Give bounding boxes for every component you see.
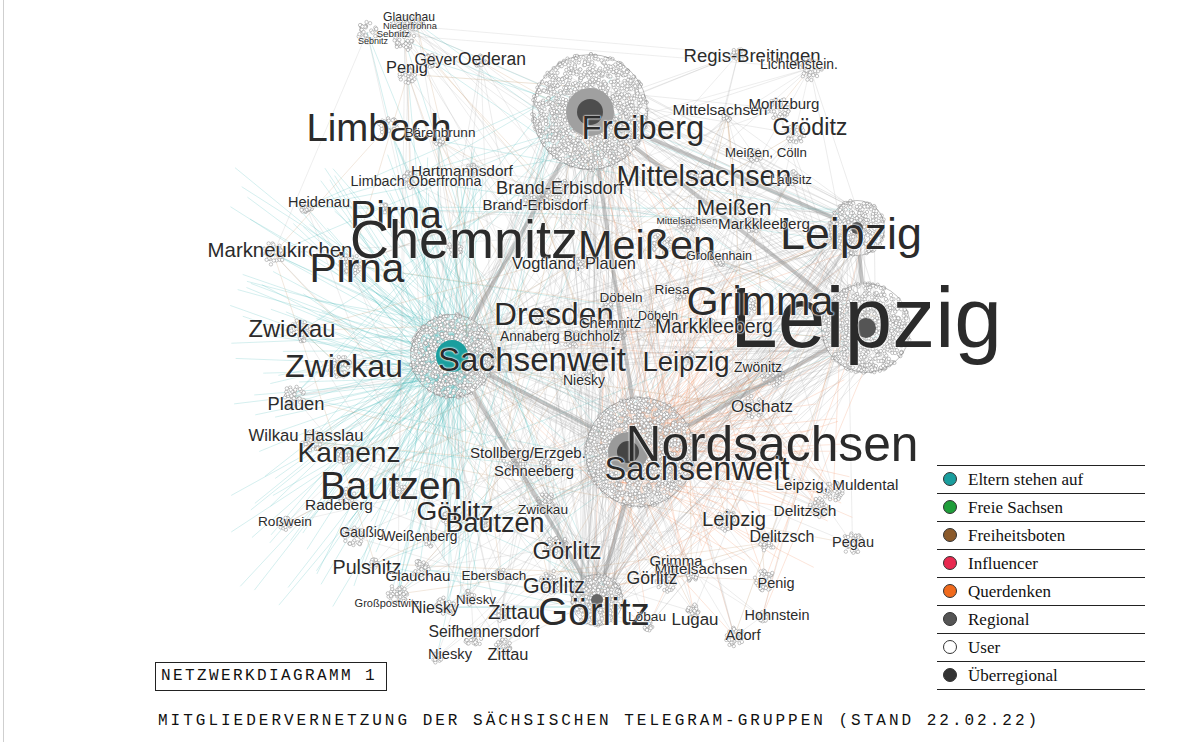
canvas: FreibergLeipzigLeipzigSachsenweitNordsac…	[0, 0, 1191, 742]
